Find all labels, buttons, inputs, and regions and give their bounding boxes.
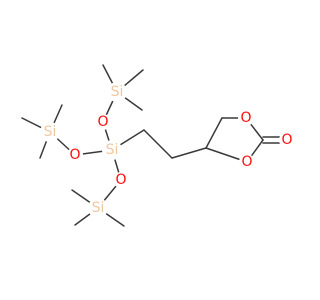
atom-si-center: Si (102, 140, 122, 160)
atom-label: O (240, 110, 251, 126)
atom-o-ring-bottom: O (239, 154, 255, 170)
atom-labels: O O O Si Si Si Si O (40, 82, 295, 218)
atom-si-bottom: Si (88, 198, 108, 218)
atom-label: O (69, 147, 80, 163)
atom-label: O (281, 132, 292, 148)
atom-o-bottom: O (113, 172, 129, 188)
atom-si-top: Si (107, 82, 127, 102)
atom-label: O (115, 172, 126, 188)
bond (143, 129, 173, 159)
atom-label: Si (92, 200, 105, 216)
atom-label: O (97, 114, 108, 130)
atom-label: O (241, 154, 252, 170)
atom-o-top: O (95, 114, 111, 130)
atom-o-carbonyl: O (279, 132, 295, 148)
bonds (21, 64, 283, 227)
atom-o-ring-top: O (238, 110, 254, 126)
atom-o-left: O (67, 147, 83, 163)
atom-label: Si (44, 124, 57, 140)
atom-si-left: Si (40, 122, 60, 142)
molecule-structure: O O O Si Si Si Si O (21, 64, 295, 227)
atom-label: Si (111, 84, 124, 100)
atom-label: Si (106, 142, 119, 158)
bond (171, 147, 207, 159)
bond (205, 117, 223, 149)
